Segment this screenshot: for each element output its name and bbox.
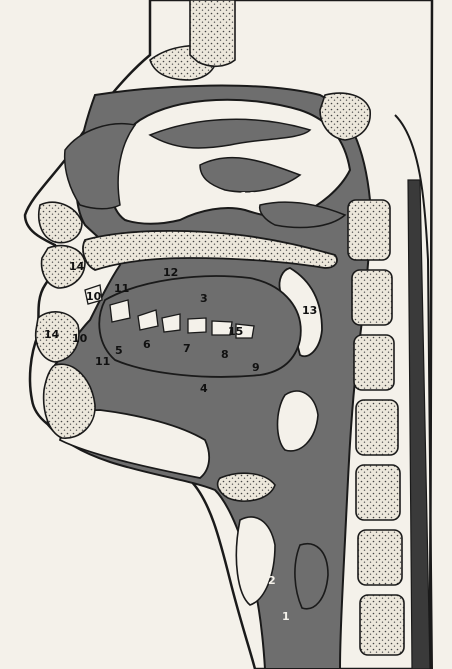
label-4: 4 bbox=[200, 382, 208, 395]
skull-base bbox=[190, 0, 235, 66]
label-13: 13 bbox=[302, 304, 317, 317]
label-9: 9 bbox=[252, 361, 260, 374]
label-5: 5 bbox=[115, 344, 123, 357]
label-7: 7 bbox=[183, 342, 191, 355]
label-11-upper: 11 bbox=[114, 282, 129, 295]
label-2: 2 bbox=[268, 574, 276, 587]
label-8: 8 bbox=[221, 348, 229, 361]
label-16: 16 bbox=[240, 190, 256, 203]
label-3: 3 bbox=[200, 292, 208, 305]
label-14-upper: 14 bbox=[69, 260, 85, 273]
label-14-lower: 14 bbox=[44, 328, 60, 341]
label-10-lower: 10 bbox=[72, 332, 88, 345]
label-1: 1 bbox=[282, 610, 290, 623]
label-12: 12 bbox=[163, 266, 178, 279]
label-6: 6 bbox=[143, 338, 151, 351]
label-15: 15 bbox=[228, 325, 243, 338]
label-11-lower: 11 bbox=[95, 355, 110, 368]
label-10-upper: 10 bbox=[86, 290, 102, 303]
